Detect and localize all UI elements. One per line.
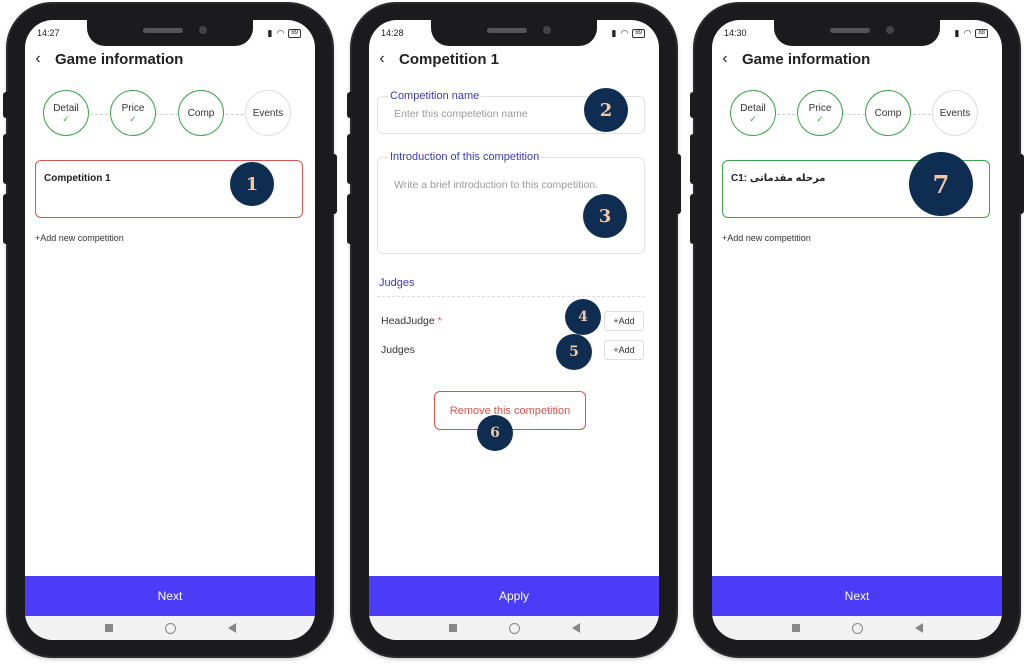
- screen-game-information-updated: 14:30 ▮ ◠ 88 ‹ Game information Detail ✓…: [712, 20, 1002, 640]
- step-number-badge: 7: [909, 152, 973, 216]
- competition-name-field[interactable]: Competition name Enter this competetion …: [377, 90, 645, 134]
- step-price[interactable]: Price ✓: [797, 90, 843, 136]
- page-title: Game information: [55, 50, 184, 68]
- system-nav-bar: [712, 616, 1002, 640]
- page-title: Competition 1: [399, 50, 499, 68]
- add-new-competition-link[interactable]: +Add new competition: [722, 233, 811, 243]
- competition-name-placeholder: Enter this competetion name: [394, 108, 528, 120]
- competition-card-name: C1: مرحله مقدماتی: [731, 173, 826, 184]
- phone-frame-3: 14:30 ▮ ◠ 88 ‹ Game information Detail ✓…: [690, 4, 1024, 656]
- judges-section-title: Judges: [379, 277, 415, 289]
- step-number-badge: 1: [230, 162, 274, 206]
- step-number-badge: 2: [584, 88, 628, 132]
- check-icon: ✓: [62, 113, 70, 124]
- status-time: 14:30: [724, 28, 747, 38]
- competition-intro-field[interactable]: Introduction of this competition Write a…: [377, 151, 645, 254]
- phone-frame-1: 14:27 ▮ ◠ 89 ‹ Game information Detail ✓…: [3, 4, 337, 656]
- wifi-icon: ◠: [276, 27, 285, 38]
- battery-icon: 88: [975, 28, 988, 38]
- status-bar: 14:27 ▮ ◠ 89: [37, 26, 301, 40]
- nav-back-icon[interactable]: [227, 623, 236, 633]
- screen-game-information: 14:27 ▮ ◠ 89 ‹ Game information Detail ✓…: [25, 20, 315, 640]
- stepper: Detail ✓ Price ✓ Comp Events: [43, 90, 291, 138]
- signal-icon: ▮: [954, 27, 960, 38]
- required-mark: *: [437, 315, 442, 327]
- nav-home-icon[interactable]: [851, 622, 863, 634]
- nav-home-icon[interactable]: [508, 622, 520, 634]
- add-judge-button[interactable]: +Add: [604, 340, 644, 360]
- step-number-badge: 5: [556, 334, 592, 370]
- nav-square-icon[interactable]: [791, 624, 800, 632]
- nav-home-icon[interactable]: [164, 622, 176, 634]
- next-button[interactable]: Next: [25, 576, 315, 616]
- status-bar: 14:28 ▮ ◠ 89: [381, 26, 645, 40]
- signal-icon: ▮: [267, 27, 273, 38]
- system-nav-bar: [25, 616, 315, 640]
- next-button[interactable]: Next: [712, 576, 1002, 616]
- wifi-icon: ◠: [963, 27, 972, 38]
- competition-card[interactable]: Competition 1: [35, 160, 303, 218]
- step-number-badge: 6: [477, 415, 513, 451]
- competition-name-label: Competition name: [388, 90, 482, 102]
- head-judge-label: HeadJudge: [381, 315, 435, 327]
- nav-back-icon[interactable]: [571, 623, 580, 633]
- back-arrow-icon[interactable]: ‹: [35, 50, 41, 67]
- status-time: 14:27: [37, 28, 60, 38]
- phone-frame-2: 14:28 ▮ ◠ 89 ‹ Competition 1 Competition…: [347, 4, 681, 656]
- step-events[interactable]: Events: [932, 90, 978, 136]
- nav-square-icon[interactable]: [448, 624, 457, 632]
- check-icon: ✓: [749, 113, 757, 124]
- step-number-badge: 3: [583, 194, 627, 238]
- head-judge-row: HeadJudge *: [381, 315, 442, 327]
- apply-button[interactable]: Apply: [369, 576, 659, 616]
- screen-competition-edit: 14:28 ▮ ◠ 89 ‹ Competition 1 Competition…: [369, 20, 659, 640]
- step-comp[interactable]: Comp: [178, 90, 224, 136]
- battery-icon: 89: [632, 28, 645, 38]
- competition-card[interactable]: C1: مرحله مقدماتی: [722, 160, 990, 218]
- nav-square-icon[interactable]: [104, 624, 113, 632]
- signal-icon: ▮: [611, 27, 617, 38]
- step-events[interactable]: Events: [245, 90, 291, 136]
- wifi-icon: ◠: [620, 27, 629, 38]
- back-arrow-icon[interactable]: ‹: [379, 50, 385, 67]
- competition-intro-placeholder: Write a brief introduction to this compe…: [394, 179, 599, 191]
- battery-icon: 89: [288, 28, 301, 38]
- stepper: Detail ✓ Price ✓ Comp Events: [730, 90, 978, 138]
- judges-row: Judges: [381, 344, 415, 356]
- check-icon: ✓: [129, 113, 137, 124]
- competition-card-name: Competition 1: [44, 173, 111, 184]
- check-icon: ✓: [816, 113, 824, 124]
- status-bar: 14:30 ▮ ◠ 88: [724, 26, 988, 40]
- competition-intro-label: Introduction of this competition: [388, 151, 542, 163]
- back-arrow-icon[interactable]: ‹: [722, 50, 728, 67]
- system-nav-bar: [369, 616, 659, 640]
- nav-back-icon[interactable]: [914, 623, 923, 633]
- add-head-judge-button[interactable]: +Add: [604, 311, 644, 331]
- step-price[interactable]: Price ✓: [110, 90, 156, 136]
- step-detail[interactable]: Detail ✓: [43, 90, 89, 136]
- step-number-badge: 4: [565, 299, 601, 335]
- page-title: Game information: [742, 50, 871, 68]
- step-detail[interactable]: Detail ✓: [730, 90, 776, 136]
- step-comp[interactable]: Comp: [865, 90, 911, 136]
- status-time: 14:28: [381, 28, 404, 38]
- add-new-competition-link[interactable]: +Add new competition: [35, 233, 124, 243]
- judges-label: Judges: [381, 344, 415, 356]
